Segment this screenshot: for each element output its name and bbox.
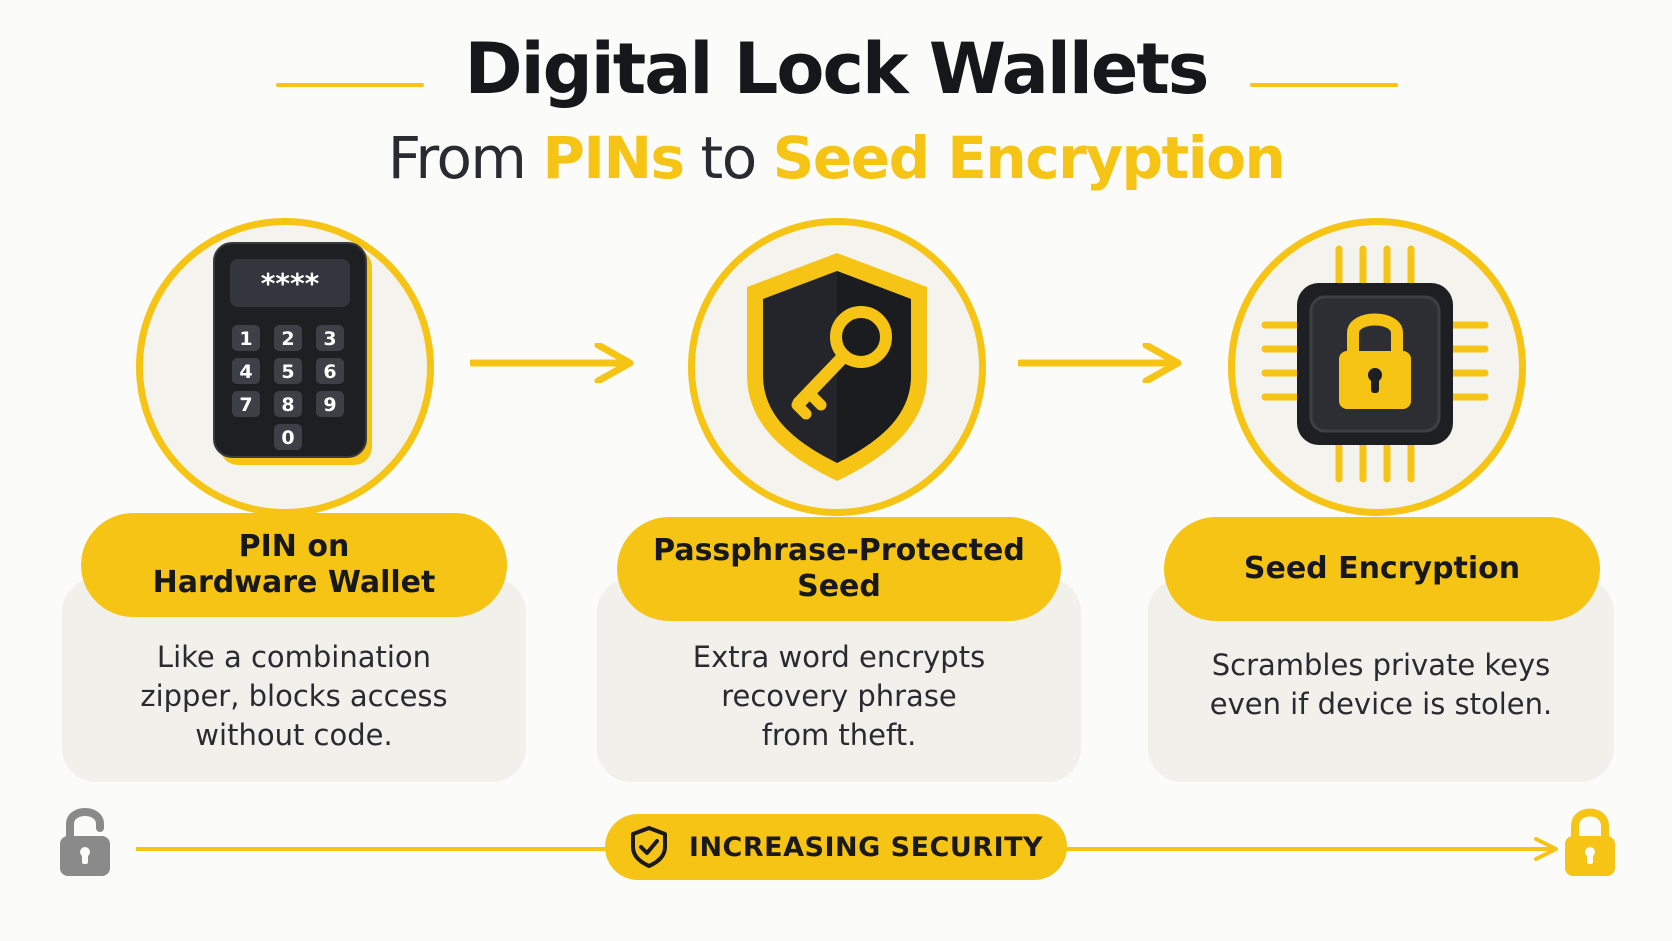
subtitle-accent-pins: PINs xyxy=(542,124,685,192)
subtitle-prefix: From xyxy=(387,124,543,192)
step-2-title-line: Passphrase-Protected xyxy=(653,533,1025,568)
keypad-key-label: 9 xyxy=(323,394,336,416)
step-3-icon-circle xyxy=(1228,218,1526,516)
keypad-key xyxy=(274,358,302,384)
keypad-key xyxy=(274,391,302,417)
step-2-description: Extra word encrypts recovery phrase from… xyxy=(597,638,1081,755)
step-1-description-line: without code. xyxy=(195,718,393,752)
keypad-key-label: 6 xyxy=(323,361,336,383)
keypad-key xyxy=(232,325,260,351)
keypad-key xyxy=(232,358,260,384)
locked-padlock-icon xyxy=(1565,808,1615,876)
keypad-key-label: 0 xyxy=(281,427,294,449)
keypad-display: **** xyxy=(261,267,320,300)
step-2-description-line: recovery phrase xyxy=(721,679,957,713)
keypad-key xyxy=(274,325,302,351)
title-rule-left xyxy=(276,83,424,87)
step-3-description: Scrambles private keys even if device is… xyxy=(1148,646,1614,724)
step-1-description: Like a combination zipper, blocks access… xyxy=(62,638,526,755)
step-2-title-line: Seed xyxy=(797,569,881,604)
keypad-key xyxy=(316,358,344,384)
step-2-description-line: from theft. xyxy=(761,718,917,752)
pin-keypad-icon: **** 1 2 3 4 5 6 7 8 9 0 xyxy=(213,242,372,465)
step-3-title: Seed Encryption xyxy=(1164,517,1600,621)
step-1-icon-circle: **** 1 2 3 4 5 6 7 8 9 0 xyxy=(136,218,434,516)
step-3-description-line: Scrambles private keys xyxy=(1211,648,1551,682)
arrow-right-icon xyxy=(470,343,634,383)
step-1-title-line: Hardware Wallet xyxy=(152,565,436,600)
step-3-title-line: Seed Encryption xyxy=(1243,551,1521,586)
step-1-description-line: zipper, blocks access xyxy=(140,679,448,713)
page-subtitle: From PINs to Seed Encryption xyxy=(0,124,1672,192)
step-2-description-line: Extra word encrypts xyxy=(692,640,986,674)
step-2-icon-circle xyxy=(688,218,986,516)
step-2-title: Passphrase-Protected Seed xyxy=(617,517,1061,621)
keypad-key-label: 4 xyxy=(239,361,252,383)
arrow-right-icon xyxy=(1018,343,1182,383)
keypad-key xyxy=(316,391,344,417)
step-1-description-line: Like a combination xyxy=(156,640,432,674)
keypad-key-label: 5 xyxy=(281,361,294,383)
keypad-key-label: 8 xyxy=(281,394,294,416)
increasing-security-badge: INCREASING SECURITY xyxy=(605,814,1067,880)
step-1-title: PIN on Hardware Wallet xyxy=(81,513,507,617)
increasing-security-label: INCREASING SECURITY xyxy=(688,831,1044,863)
subtitle-accent-seed-encryption: Seed Encryption xyxy=(772,124,1286,192)
keypad-key-label: 1 xyxy=(239,328,252,350)
title-rule-right xyxy=(1250,83,1398,87)
unlocked-padlock-icon xyxy=(60,808,110,876)
page-title: Digital Lock Wallets xyxy=(464,28,1210,110)
keypad-key xyxy=(316,325,344,351)
keypad-key-label: 2 xyxy=(281,328,294,350)
shield-key-icon xyxy=(747,253,927,481)
keypad-key xyxy=(274,424,302,450)
encrypted-chip-icon xyxy=(1261,245,1489,483)
step-1-title-line: PIN on xyxy=(238,529,350,564)
keypad-key-label: 7 xyxy=(239,394,252,416)
step-3-description-line: even if device is stolen. xyxy=(1209,687,1553,721)
keypad-key-label: 3 xyxy=(323,328,336,350)
keypad-key xyxy=(232,391,260,417)
subtitle-middle: to xyxy=(683,124,773,192)
shield-check-icon xyxy=(630,826,667,868)
